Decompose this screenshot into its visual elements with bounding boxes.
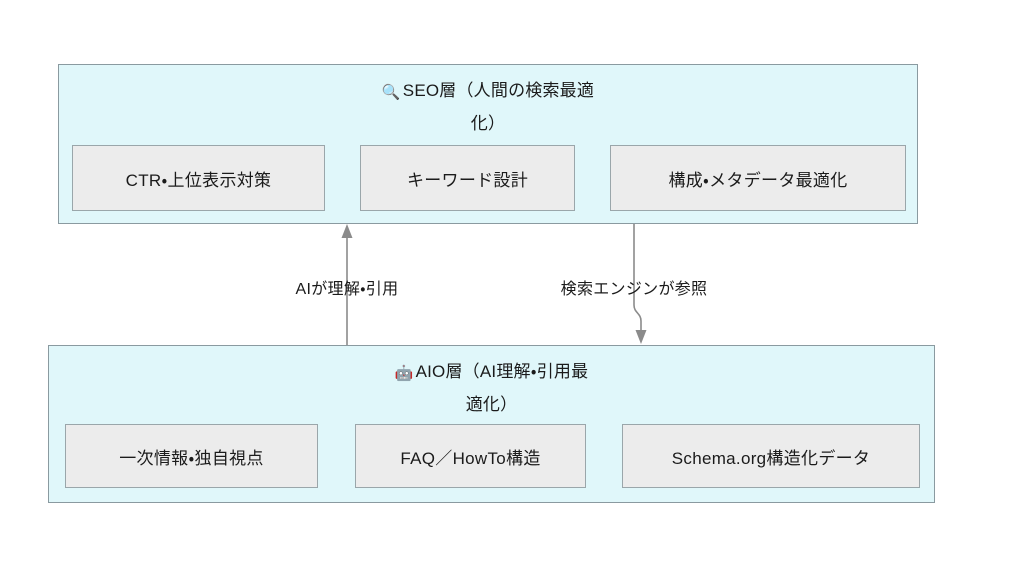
- layer-title-aio-text: AIO層（AI理解・引用最 適化）: [415, 362, 589, 414]
- layer-title-seo: 🔍SEO層（人間の検索最適 化）: [59, 75, 917, 139]
- connector-label-search-engine: 検索エンジンが参照: [560, 281, 708, 298]
- robot-icon: 🤖: [394, 364, 414, 382]
- card-primary-info[interactable]: 一次情報・独自視点: [65, 424, 318, 488]
- card-schema-org[interactable]: Schema.org構造化データ: [622, 424, 920, 488]
- card-structure-metadata[interactable]: 構成・メタデータ最適化: [610, 145, 906, 211]
- connector-search-engine-arrowhead: [635, 330, 647, 344]
- card-keyword-design[interactable]: キーワード設計: [360, 145, 575, 211]
- magnifying-glass-icon: 🔍: [381, 83, 401, 101]
- connector-label-ai-understands: AIが理解・引用: [295, 281, 399, 298]
- layer-title-aio: 🤖AIO層（AI理解・引用最 適化）: [49, 356, 934, 420]
- card-faq-howto[interactable]: FAQ／HowTo構造: [355, 424, 586, 488]
- connector-ai-understands-arrowhead: [341, 224, 353, 238]
- layer-title-seo-text: SEO層（人間の検索最適 化）: [402, 81, 595, 133]
- card-ctr-ranking[interactable]: CTR・上位表示対策: [72, 145, 325, 211]
